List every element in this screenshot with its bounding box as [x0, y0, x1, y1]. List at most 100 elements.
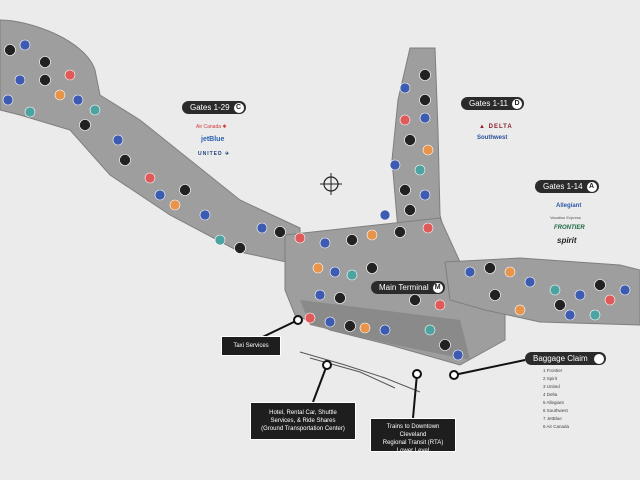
service-marker	[346, 269, 358, 281]
restroom-marker	[39, 74, 51, 86]
concourse-a-badge: A	[586, 181, 597, 192]
rta-line-1: Trains to Downtown Cleveland	[386, 424, 440, 438]
shop-marker	[379, 209, 391, 221]
airline-air-canada: Air Canada ✱	[196, 124, 227, 130]
rta-trains-callout[interactable]: Trains to Downtown Cleveland Regional Tr…	[370, 418, 456, 454]
food-marker	[54, 89, 66, 101]
restroom-marker	[366, 262, 378, 274]
callout-anchors	[293, 315, 459, 380]
restroom-marker	[399, 184, 411, 196]
main-terminal-label-text: Main Terminal	[379, 283, 429, 292]
restroom-marker	[404, 134, 416, 146]
airline-allegiant: Allegiant	[556, 203, 582, 209]
legend-item: 4 Delta	[543, 392, 558, 397]
shop-marker	[399, 82, 411, 94]
restroom-marker	[119, 154, 131, 166]
legend-item: 5 Allegiant	[543, 400, 564, 405]
main-terminal-label[interactable]: Main Terminal M	[371, 281, 445, 294]
shop-marker	[524, 276, 536, 288]
ground-transport-line-2: Services, & Ride Shares	[270, 418, 336, 424]
restroom-marker	[79, 119, 91, 131]
legend-item: 3 United	[543, 384, 560, 389]
main-terminal-badge: M	[432, 282, 443, 293]
service-marker	[414, 164, 426, 176]
airline-delta: ▲ DELTA	[479, 124, 513, 130]
food-marker	[359, 322, 371, 334]
food-marker	[169, 199, 181, 211]
airline-spirit: spirit	[557, 236, 577, 245]
concourse-c-label[interactable]: Gates 1-29 C	[182, 101, 246, 114]
airline-vacation-express: Vacation Express	[550, 215, 581, 220]
ground-transport-line-3: (Ground Transportation Center)	[261, 426, 345, 432]
service-marker	[589, 309, 601, 321]
restroom-marker	[346, 234, 358, 246]
shop-marker	[452, 349, 464, 361]
service-marker	[89, 104, 101, 116]
restroom-marker	[394, 226, 406, 238]
concourse-a-label[interactable]: Gates 1-14 A	[535, 180, 599, 193]
compass-icon	[320, 173, 342, 195]
shop-marker	[14, 74, 26, 86]
restroom-marker	[554, 299, 566, 311]
baggage-claim-label[interactable]: Baggage Claim	[525, 352, 606, 365]
restroom-marker	[419, 94, 431, 106]
dining-marker	[434, 299, 446, 311]
legend-item: 1 Frontier	[543, 368, 563, 373]
restroom-marker	[274, 226, 286, 238]
concourse-d-label[interactable]: Gates 1-11 D	[461, 97, 524, 110]
shop-marker	[574, 289, 586, 301]
shop-marker	[379, 324, 391, 336]
shop-marker	[112, 134, 124, 146]
service-marker	[214, 234, 226, 246]
shop-marker	[389, 159, 401, 171]
shop-marker	[464, 266, 476, 278]
restroom-marker	[439, 339, 451, 351]
shop-marker	[314, 289, 326, 301]
shop-marker	[324, 316, 336, 328]
baggage-claim-text: Baggage Claim	[533, 354, 588, 363]
concourse-c-shape	[0, 19, 301, 266]
food-marker	[422, 144, 434, 156]
dining-marker	[64, 69, 76, 81]
shop-marker	[329, 266, 341, 278]
restroom-marker	[334, 292, 346, 304]
airline-united: UNITED ✈	[198, 151, 231, 157]
restroom-marker	[404, 204, 416, 216]
restroom-marker	[344, 320, 356, 332]
restroom-marker	[419, 69, 431, 81]
concourse-a-shape	[444, 257, 640, 326]
restroom-marker	[179, 184, 191, 196]
shop-marker	[199, 209, 211, 221]
food-marker	[366, 229, 378, 241]
baggage-claim-legend: 1 Frontier 2 Spirit 3 United 4 Delta 5 A…	[543, 367, 569, 431]
food-marker	[514, 304, 526, 316]
airline-frontier: FRONTIER	[554, 225, 585, 231]
shop-marker	[419, 189, 431, 201]
service-marker	[424, 324, 436, 336]
airline-southwest: Southwest	[477, 135, 508, 141]
dining-marker	[604, 294, 616, 306]
amenity-markers	[2, 39, 631, 361]
food-marker	[504, 266, 516, 278]
ground-transportation-callout[interactable]: Hotel, Rental Car, Shuttle Services, & R…	[250, 402, 356, 440]
shop-marker	[564, 309, 576, 321]
dining-marker	[399, 114, 411, 126]
shop-marker	[72, 94, 84, 106]
taxi-services-callout[interactable]: Taxi Services	[221, 336, 281, 356]
shop-marker	[19, 39, 31, 51]
concourse-d-shape	[391, 47, 446, 239]
concourse-d-label-text: Gates 1-11	[469, 99, 508, 108]
legend-item: 6 Southwest	[543, 408, 568, 413]
restroom-marker	[489, 289, 501, 301]
service-marker	[549, 284, 561, 296]
restroom-marker	[39, 56, 51, 68]
airline-jetblue: jetBlue	[201, 136, 225, 143]
shop-marker	[619, 284, 631, 296]
dining-marker	[144, 172, 156, 184]
shop-marker	[2, 94, 14, 106]
concourse-c-label-text: Gates 1-29	[190, 103, 230, 112]
rta-line-2: Regional Transit (RTA)	[382, 440, 444, 446]
concourse-d-badge: D	[511, 98, 522, 109]
legend-item: 2 Spirit	[543, 376, 558, 381]
